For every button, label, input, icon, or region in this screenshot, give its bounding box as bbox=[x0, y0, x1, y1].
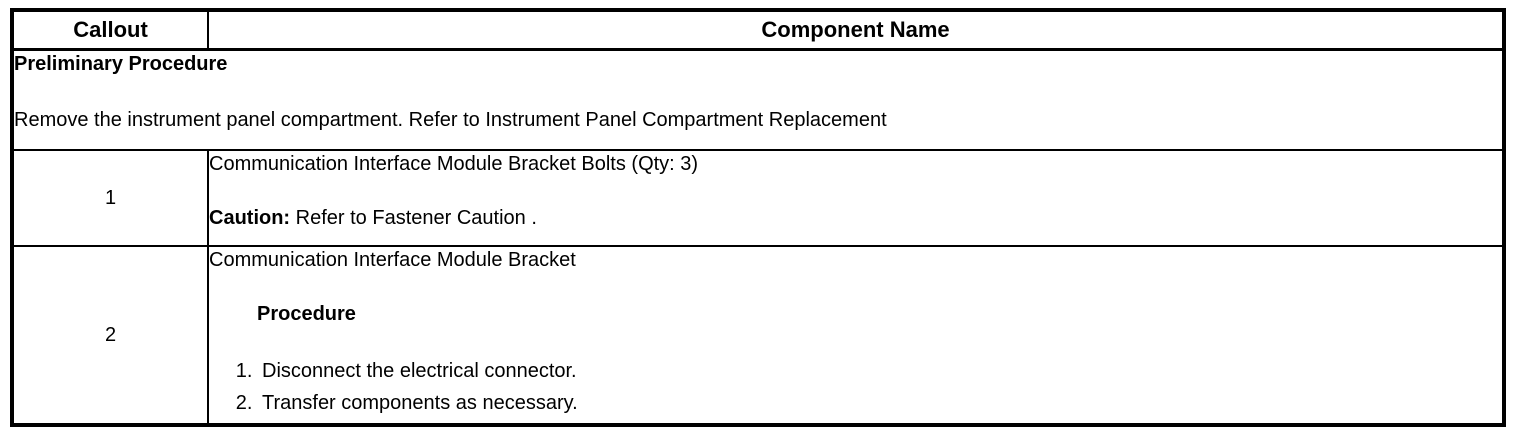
procedure-step: Transfer components as necessary. bbox=[258, 387, 1502, 419]
component-cell-2: Communication Interface Module Bracket P… bbox=[207, 245, 1505, 426]
preliminary-procedure-instruction: Remove the instrument panel compartment.… bbox=[14, 109, 887, 131]
procedure-heading: Procedure bbox=[257, 303, 356, 325]
preliminary-procedure-cell: Preliminary Procedure Remove the instrum… bbox=[11, 48, 1505, 151]
component-callout-table: Callout Component Name Preliminary Proce… bbox=[10, 8, 1506, 427]
header-component-name: Component Name bbox=[207, 9, 1505, 51]
caution-label: Caution: bbox=[209, 207, 291, 229]
table-row: 1 Communication Interface Module Bracket… bbox=[11, 149, 1505, 247]
procedure-step: Disconnect the electrical connector. bbox=[258, 355, 1502, 387]
header-callout: Callout bbox=[11, 9, 209, 51]
caution-line: Caution: Refer to Fastener Caution . bbox=[209, 205, 1502, 231]
component-name-1: Communication Interface Module Bracket B… bbox=[209, 153, 699, 175]
component-cell-1: Communication Interface Module Bracket B… bbox=[207, 149, 1505, 247]
table-header-row: Callout Component Name bbox=[11, 9, 1505, 51]
preliminary-procedure-row: Preliminary Procedure Remove the instrum… bbox=[11, 48, 1505, 151]
preliminary-procedure-title: Preliminary Procedure bbox=[14, 53, 228, 75]
procedure-steps-list: Disconnect the electrical connector. Tra… bbox=[210, 355, 1502, 419]
callout-cell-2: 2 bbox=[11, 245, 209, 426]
component-name-2: Communication Interface Module Bracket bbox=[209, 249, 576, 271]
table-row: 2 Communication Interface Module Bracket… bbox=[11, 245, 1505, 426]
caution-text: Refer to Fastener Caution . bbox=[295, 207, 537, 229]
callout-cell-1: 1 bbox=[11, 149, 209, 247]
